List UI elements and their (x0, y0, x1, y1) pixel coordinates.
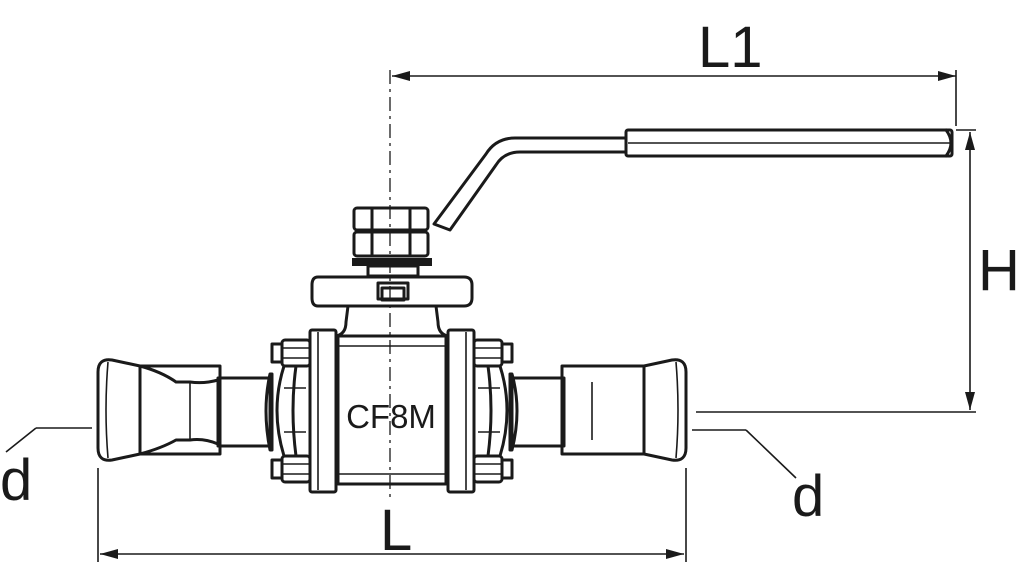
label-l1: L1 (698, 15, 763, 80)
lever-handle (432, 128, 954, 232)
valve-body (336, 334, 448, 486)
left-press-end (96, 358, 274, 462)
label-h: H (978, 238, 1020, 303)
right-flange (446, 328, 514, 494)
diameter-leader-right (692, 429, 797, 479)
dimension-l1 (392, 70, 957, 126)
dimension-h (696, 129, 976, 413)
label-d-left: d (0, 448, 32, 513)
mounting-pad (310, 275, 474, 338)
right-press-end (508, 358, 688, 462)
label-d-right: d (792, 464, 824, 529)
diameter-leader-left (5, 427, 92, 453)
label-l: L (380, 498, 412, 563)
dimension-l (97, 468, 687, 562)
body-material-mark: CF8M (346, 398, 436, 435)
left-flange (270, 328, 338, 494)
stem-nut (352, 206, 432, 278)
